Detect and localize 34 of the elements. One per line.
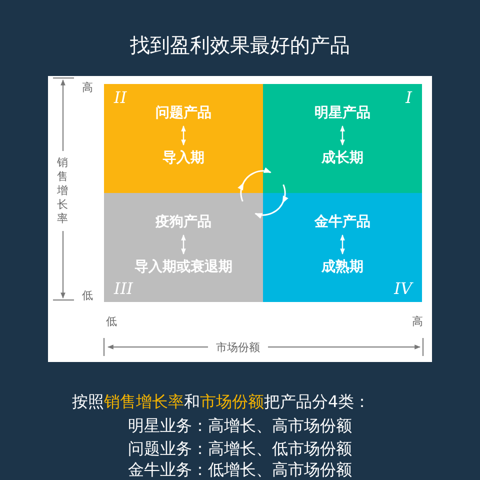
axis-tick-label: 高 (412, 314, 423, 329)
product-label: 问题产品 (156, 104, 212, 122)
list-item: 问题业务：高增长、低市场份额 (128, 439, 352, 459)
quadrant-panel (263, 193, 422, 302)
stage-label: 导入期或衰退期 (134, 258, 232, 276)
stage-label: 成熟期 (322, 258, 364, 276)
product-label: 疫狗产品 (156, 213, 212, 231)
stage-label: 导入期 (162, 149, 204, 167)
quadrant-numeral: III (114, 279, 133, 298)
list-item: 明星业务：高增长、高市场份额 (128, 416, 352, 436)
quadrant-panel (104, 84, 263, 193)
quadrant-panel (263, 84, 422, 193)
cycle-arrow (282, 184, 288, 204)
quadrant-panel (104, 193, 263, 302)
double-arrow (340, 234, 345, 255)
cycle-arrow (238, 182, 244, 202)
product-label: 金牛产品 (314, 213, 370, 231)
list-item: 金牛业务：低增长、高市场份额 (128, 460, 352, 480)
cycle-arrow (242, 168, 272, 186)
axis-tick-label: 低 (82, 288, 93, 303)
stage-label: 成长期 (322, 149, 364, 167)
quadrant-numeral: IV (394, 279, 412, 298)
title: 找到盈利效果最好的产品 (129, 32, 351, 59)
cycle-arrow (254, 200, 284, 218)
double-arrow (181, 125, 186, 146)
axis-tick-label: 低 (106, 314, 117, 329)
intro-sentence: 按照销售增长率和市场份额把产品分4类： (72, 392, 370, 412)
quadrant-numeral: II (114, 88, 127, 107)
axis-title: 销售增长率 (57, 156, 69, 226)
axis-tick-label: 高 (82, 80, 93, 95)
quadrant-numeral: I (406, 88, 412, 107)
double-arrow (181, 234, 186, 255)
double-arrow (340, 125, 345, 146)
product-label: 明星产品 (314, 104, 370, 122)
